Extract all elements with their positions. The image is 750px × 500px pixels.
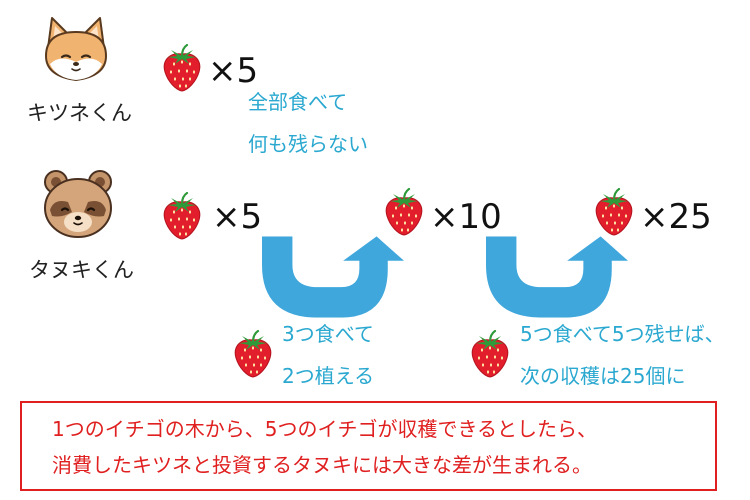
tanuki-face-icon	[40, 168, 116, 240]
tanuki-count-1: ×5	[212, 197, 263, 237]
fox-name-label: キツネくん	[27, 101, 132, 125]
step2-note-line2: 次の収穫は25個に	[520, 364, 686, 388]
caption-line2: 消費したキツネと投資するタヌキには大きな差が生まれる。	[52, 453, 592, 477]
caption-line1: 1つのイチゴの木から、5つのイチゴが収穫できるとしたら、	[52, 417, 598, 441]
tanuki-count-2: ×10	[430, 197, 502, 237]
fox-face-icon	[40, 14, 112, 86]
strawberry-icon	[162, 44, 202, 92]
u-turn-arrow-icon	[262, 236, 404, 318]
u-turn-arrow-icon	[486, 236, 628, 318]
strawberry-icon	[162, 192, 202, 240]
step2-note-line1: 5つ食べて5つ残せば、	[520, 322, 725, 346]
step1-note-line2: 2つ植える	[282, 364, 375, 388]
strawberry-icon	[384, 188, 424, 236]
strawberry-icon	[594, 188, 634, 236]
tanuki-name-label: タヌキくん	[29, 258, 134, 282]
fox-count: ×5	[208, 51, 259, 91]
fox-note-line2: 何も残らない	[248, 132, 368, 156]
caption-box: 1つのイチゴの木から、5つのイチゴが収穫できるとしたら、 消費したキツネと投資す…	[20, 401, 717, 491]
step1-note-line1: 3つ食べて	[282, 322, 374, 346]
tanuki-count-3: ×25	[640, 197, 712, 237]
fox-note-line1: 全部食べて	[248, 90, 348, 114]
strawberry-icon	[470, 330, 510, 378]
strawberry-icon	[233, 330, 273, 378]
